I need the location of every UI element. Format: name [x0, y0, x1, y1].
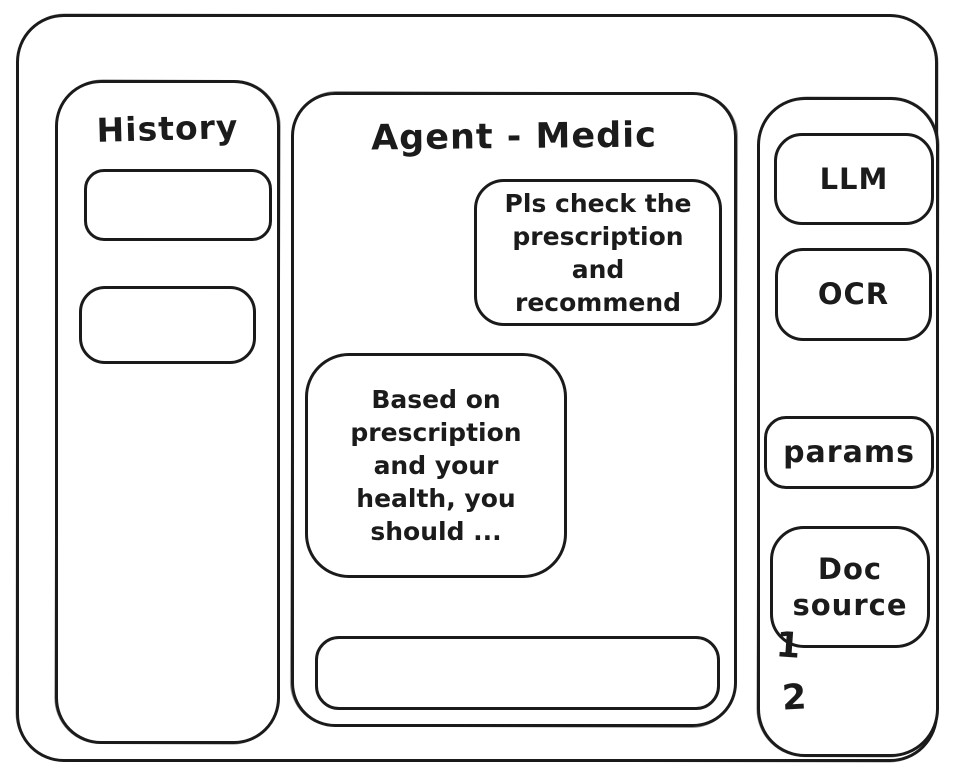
- message-input[interactable]: [315, 636, 720, 710]
- doc-source-item-2[interactable]: 2: [780, 677, 808, 719]
- chat-title: Agent - Medic: [370, 115, 658, 159]
- agent-message-bubble: Based on prescription and your health, y…: [305, 353, 567, 578]
- user-message-text: Pls check the prescription and recommend: [504, 188, 692, 317]
- llm-button[interactable]: LLM: [774, 133, 934, 225]
- doc-source-button[interactable]: Doc source: [770, 526, 930, 648]
- history-item[interactable]: [84, 169, 272, 241]
- tools-panel: LLM OCR params Doc source 1 2: [757, 97, 939, 757]
- ocr-button[interactable]: OCR: [775, 248, 932, 341]
- app-window: History Agent - Medic Pls check the pres…: [16, 14, 939, 762]
- agent-message-text: Based on prescription and your health, y…: [350, 385, 522, 546]
- chat-panel: Agent - Medic Pls check the prescription…: [291, 92, 737, 727]
- history-panel: History: [55, 80, 280, 744]
- doc-source-item-1[interactable]: 1: [774, 625, 802, 667]
- params-button[interactable]: params: [764, 416, 934, 489]
- user-message-bubble: Pls check the prescription and recommend: [474, 179, 722, 326]
- history-title: History: [96, 107, 239, 150]
- history-item[interactable]: [79, 286, 256, 364]
